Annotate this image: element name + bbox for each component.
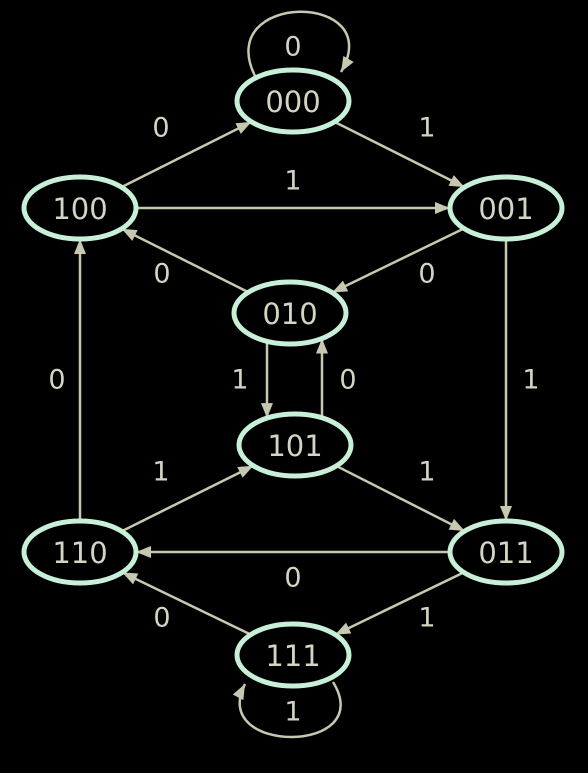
edge-101-to-011-line bbox=[335, 464, 466, 533]
edge-011-to-111-arrowhead bbox=[335, 622, 352, 635]
edge-100-to-000 bbox=[120, 120, 253, 189]
edge-001-to-011-arrowhead bbox=[500, 506, 512, 521]
edge-101-to-011 bbox=[335, 464, 466, 533]
edge-011-to-110 bbox=[136, 546, 450, 558]
edge-111-to-111-arrowhead bbox=[232, 684, 245, 701]
state-node-011-label: 011 bbox=[478, 536, 533, 570]
edge-100-to-000-label: 0 bbox=[152, 113, 169, 144]
edge-001-to-011-label: 1 bbox=[522, 365, 539, 396]
edge-111-to-111 bbox=[232, 681, 342, 739]
edge-001-to-010-label: 0 bbox=[418, 259, 435, 290]
state-node-010-label: 010 bbox=[262, 297, 317, 331]
edge-000-to-000-label: 0 bbox=[284, 32, 301, 63]
edge-110-to-101-label: 1 bbox=[152, 457, 169, 488]
edge-011-to-111 bbox=[334, 571, 465, 636]
edge-111-to-110-label: 0 bbox=[153, 603, 170, 634]
state-node-111: 111 bbox=[234, 621, 352, 689]
edge-101-to-010 bbox=[316, 338, 328, 418]
edge-001-to-010-arrowhead bbox=[332, 280, 349, 293]
edge-001-to-010-line bbox=[331, 227, 465, 294]
edge-010-to-101-arrowhead bbox=[261, 403, 273, 419]
state-node-110-outline bbox=[21, 518, 139, 586]
state-node-000-label: 000 bbox=[265, 85, 320, 119]
edge-001-to-011 bbox=[500, 239, 512, 521]
state-node-001-label: 001 bbox=[478, 192, 533, 226]
edge-000-to-001-label: 1 bbox=[418, 113, 435, 144]
edge-001-to-010 bbox=[331, 227, 465, 294]
edges bbox=[74, 10, 512, 739]
state-node-110-label: 110 bbox=[52, 536, 107, 570]
edge-010-to-100 bbox=[120, 227, 250, 294]
state-node-010-outline bbox=[231, 279, 349, 347]
state-node-011-outline bbox=[447, 518, 565, 586]
edge-100-to-001-arrowhead bbox=[435, 202, 450, 214]
state-node-111-outline bbox=[234, 621, 352, 689]
edge-100-to-000-line bbox=[120, 120, 253, 189]
edge-110-to-101 bbox=[121, 464, 254, 533]
edge-100-to-001 bbox=[136, 202, 450, 214]
state-node-100: 100 bbox=[21, 174, 139, 242]
state-node-000: 000 bbox=[234, 67, 352, 135]
edge-010-to-101-label: 1 bbox=[231, 365, 248, 396]
edge-100-to-001-label: 1 bbox=[284, 166, 301, 197]
edge-111-to-110 bbox=[121, 571, 252, 636]
state-node-100-outline bbox=[21, 174, 139, 242]
state-node-001: 001 bbox=[447, 174, 565, 242]
edge-110-to-100-arrowhead bbox=[74, 239, 86, 254]
state-node-101: 101 bbox=[236, 411, 354, 479]
edge-101-to-011-label: 1 bbox=[418, 457, 435, 488]
edge-101-to-010-arrowhead bbox=[316, 338, 328, 354]
edge-010-to-100-arrowhead bbox=[121, 228, 138, 241]
edge-000-to-001-line bbox=[333, 120, 466, 189]
edge-010-to-100-label: 0 bbox=[153, 259, 170, 290]
state-node-101-label: 101 bbox=[267, 429, 322, 463]
edge-110-to-100 bbox=[74, 239, 86, 521]
edge-010-to-101 bbox=[261, 341, 273, 419]
edge-101-to-010-label: 0 bbox=[339, 365, 356, 396]
edge-110-to-101-arrowhead bbox=[237, 465, 254, 478]
edge-000-to-000-line bbox=[247, 10, 351, 77]
edge-011-to-110-arrowhead bbox=[136, 546, 151, 558]
edge-000-to-001-arrowhead bbox=[448, 175, 465, 188]
edge-010-to-100-line bbox=[120, 227, 250, 294]
edge-101-to-011-arrowhead bbox=[448, 518, 465, 532]
state-node-000-outline bbox=[234, 67, 352, 135]
state-node-110: 110 bbox=[21, 518, 139, 586]
edge-000-to-000 bbox=[247, 10, 354, 77]
state-node-101-outline bbox=[236, 411, 354, 479]
edge-011-to-111-line bbox=[334, 571, 465, 636]
edge-100-to-000-arrowhead bbox=[235, 121, 252, 134]
state-node-100-label: 100 bbox=[52, 192, 107, 226]
edge-111-to-111-line bbox=[238, 681, 342, 739]
edge-110-to-101-line bbox=[121, 464, 254, 533]
state-node-111-label: 111 bbox=[265, 639, 320, 673]
edge-111-to-110-arrowhead bbox=[122, 572, 139, 585]
state-node-001-outline bbox=[447, 174, 565, 242]
state-node-011: 011 bbox=[447, 518, 565, 586]
edge-110-to-100-label: 0 bbox=[48, 365, 65, 396]
edge-000-to-001 bbox=[333, 120, 466, 189]
state-node-010: 010 bbox=[231, 279, 349, 347]
edge-000-to-000-arrowhead bbox=[341, 56, 354, 72]
edge-011-to-111-label: 1 bbox=[418, 603, 435, 634]
edge-011-to-110-label: 0 bbox=[284, 563, 301, 594]
edge-111-to-111-label: 1 bbox=[284, 697, 301, 728]
edge-111-to-110-line bbox=[121, 571, 252, 636]
